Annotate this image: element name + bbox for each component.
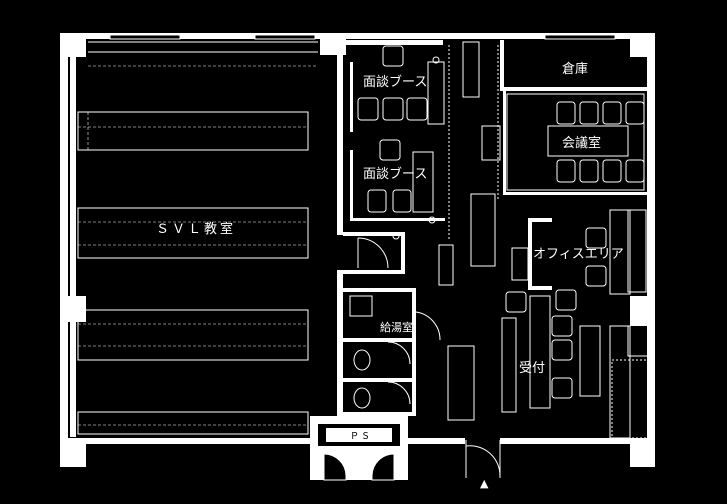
storage-walls: [500, 40, 648, 91]
reception-furniture: [501, 295, 649, 439]
office-area: [505, 209, 647, 313]
booth-2-label: 面談ブース: [363, 167, 428, 182]
small-room-door: [357, 232, 400, 269]
corridor-fixtures: [438, 41, 501, 421]
classroom-desks: [77, 41, 318, 435]
office-area-label: オフィスエリア: [533, 247, 624, 262]
kitchenette-label: 給湯室: [380, 321, 413, 334]
booth-1-label: 面談ブース: [363, 75, 428, 90]
storage-label: 倉庫: [562, 62, 589, 77]
entrance-door: [465, 440, 501, 478]
pipe-space-label: ＰＳ: [350, 432, 373, 442]
booth-walls: [343, 40, 445, 274]
classroom-label: ＳＶＬ教室: [156, 222, 237, 237]
windows: [109, 34, 616, 40]
pipe-space: [310, 416, 408, 481]
meeting-room-label: 会議室: [562, 136, 602, 151]
meeting-room: [503, 90, 648, 195]
classroom-walls: [70, 55, 343, 440]
reception-label: 受付: [519, 361, 546, 376]
booth-furniture: [357, 45, 445, 224]
entrance-marker: ▲: [480, 477, 489, 490]
service-rooms: [343, 288, 441, 416]
outer-walls: [60, 33, 655, 467]
